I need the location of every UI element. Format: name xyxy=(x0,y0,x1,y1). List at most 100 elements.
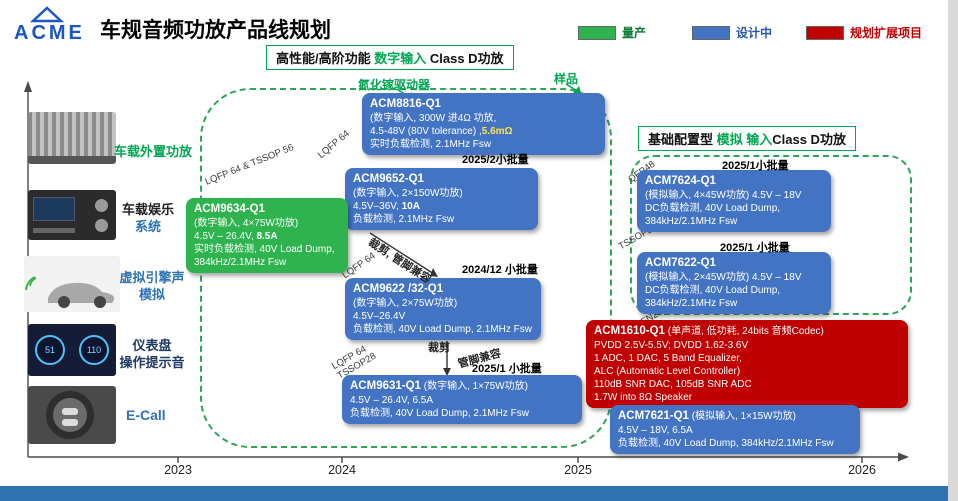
dashboard-gauges-photo: 51 110 xyxy=(28,324,116,376)
footer-bar xyxy=(0,486,948,501)
virtual-engine-sound-photo xyxy=(24,256,120,312)
app-label-engine-sound-line1: 虚拟引擎声 xyxy=(119,270,185,285)
product-spec-line: 4.5V – 26.4V, 8.5A xyxy=(194,230,340,243)
product-spec-line: (数字输入, 300W 进4Ω 功放, xyxy=(370,112,497,124)
gauge-left: 51 xyxy=(35,335,65,365)
product-spec-line: 4.5V – 26.4V, 6.5A xyxy=(350,394,434,406)
app-label-engine-sound-line2: 模拟 xyxy=(138,286,165,302)
legend-label: 设计中 xyxy=(736,26,773,40)
year-2026: 2026 xyxy=(848,463,876,477)
product-spec-line: 负载检测, 40V Load Dump, 2.1MHz Fsw xyxy=(353,323,532,335)
product-card-acm7622: ACM7622-Q1 (模拟输入, 2×45W功放) 4.5V – 18V DC… xyxy=(637,252,831,314)
wheel-button xyxy=(62,419,78,426)
external-amp-photo xyxy=(28,112,116,164)
app-label-external-amp: 车载外置功放 xyxy=(114,144,193,159)
product-spec-line: ALC (Automatic Level Controller) xyxy=(594,365,741,377)
product-spec-line: 384kHz/2.1MHz Fsw xyxy=(645,297,738,309)
app-label-entertainment: 车载娱乐 系统 xyxy=(116,202,180,236)
analog-group-title-part2: 模拟 输入 xyxy=(716,132,773,147)
gan-driver-callout: 氮化镓驱动器 xyxy=(358,78,431,92)
product-card-acm7624: ACM7624-Q1 (模拟输入, 4×45W功放) 4.5V – 18V DC… xyxy=(637,170,831,232)
year-2023: 2023 xyxy=(164,463,192,477)
product-spec-line: DC负载检测, 40V Load Dump, xyxy=(645,202,781,214)
spec-bold: 10A xyxy=(401,200,420,212)
app-label-dashboard-line2: 操作提示音 xyxy=(119,354,185,370)
product-spec-line: 1 ADC, 1 DAC, 5 Band Equalizer, xyxy=(594,352,742,364)
product-spec-line: DC负载检测, 40V Load Dump, xyxy=(645,284,781,296)
product-title-line: ACM1610-Q1 (单声道, 低功耗, 24bits 音频Codec) xyxy=(594,324,900,339)
digital-group-title: 高性能/高阶功能 数字输入 Class D功放 xyxy=(266,45,514,70)
milestone-9631: 2025/1 小批量 xyxy=(472,363,542,375)
product-name: ACM9652-Q1 xyxy=(353,173,424,185)
legend-swatch-green xyxy=(578,25,616,40)
product-name: ACM7624-Q1 xyxy=(645,175,716,187)
spec-text: 4.5V – 26.4V, xyxy=(194,230,257,242)
app-label-engine-sound: 虚拟引擎声 模拟 xyxy=(116,270,188,304)
spec-highlight: 5.6mΩ xyxy=(481,125,513,137)
product-spec-line: 384kHz/2.1MHz Fsw xyxy=(194,256,287,268)
product-spec-line: 384kHz/2.1MHz Fsw xyxy=(645,215,738,227)
head-unit-photo xyxy=(28,190,116,240)
product-name: ACM9631-Q1 xyxy=(350,380,421,392)
legend-label: 量产 xyxy=(622,26,647,40)
product-name: ACM9634-Q1 xyxy=(194,203,265,215)
spec-text: (单声道, 低功耗, 24bits 音频Codec) xyxy=(667,326,824,337)
head-unit-knob xyxy=(95,219,108,232)
product-card-acm8816: ACM8816-Q1 (数字输入, 300W 进4Ω 功放, 4.5-48V (… xyxy=(362,93,605,155)
year-2024: 2024 xyxy=(328,463,356,477)
legend-swatch-red xyxy=(806,25,844,40)
ecall-steering-wheel-photo xyxy=(28,386,116,444)
spec-bold: 8.5A xyxy=(256,230,278,242)
spec-text: 4.5-48V (80V tolerance) , xyxy=(370,125,482,137)
product-spec-line: 4.5-48V (80V tolerance) ,5.6mΩ xyxy=(370,125,597,138)
app-label-dashboard-line1: 仪表盘 xyxy=(132,338,172,353)
product-card-acm9631: ACM9631-Q1 (数字输入, 1×75W功放) 4.5V – 26.4V,… xyxy=(342,375,582,424)
product-spec-line: PVDD 2.5V-5.5V; DVDD 1.62-3.6V xyxy=(594,339,749,351)
product-spec-line: 4.5V–36V, 10A xyxy=(353,200,530,213)
digital-group-title-part1: 高性能/高阶功能 xyxy=(276,51,375,66)
analog-group-title-part3: Class D功放 xyxy=(772,132,846,147)
steering-wheel xyxy=(46,391,94,439)
product-spec-line: (数字输入, 2×75W功放) xyxy=(353,297,458,309)
product-spec-line: 实时负载检测, 2.1MHz Fsw xyxy=(370,138,492,150)
product-title-line: ACM9631-Q1 (数字输入, 1×75W功放) xyxy=(350,379,574,394)
legend-in-design: 设计中 xyxy=(692,24,772,41)
product-card-acm9622: ACM9622 /32-Q1 (数字输入, 2×75W功放) 4.5V–26.4… xyxy=(345,278,541,340)
milestone-7622: 2025/1 小批量 xyxy=(720,242,790,254)
right-edge-strip xyxy=(948,0,958,501)
legend-label: 规划扩展项目 xyxy=(850,26,923,40)
product-card-acm7621: ACM7621-Q1 (模拟输入, 1×15W功放) 4.5V – 18V, 6… xyxy=(610,405,860,454)
wheel-button xyxy=(62,408,78,415)
digital-group-title-part3: Class D功放 xyxy=(429,51,504,66)
product-spec-line: 实时负载检测, 40V Load Dump, xyxy=(194,243,335,255)
app-label-entertainment-line1: 车载娱乐 xyxy=(121,202,174,217)
product-name: ACM8816-Q1 xyxy=(370,98,441,110)
spec-text: (数字输入, 1×75W功放) xyxy=(423,381,528,392)
digital-group-title-part2: 数字输入 xyxy=(374,51,430,66)
head-unit-screen xyxy=(33,197,75,221)
year-2025: 2025 xyxy=(564,463,592,477)
product-spec-line: (模拟输入, 2×45W功放) 4.5V – 18V xyxy=(645,271,802,283)
gauge-right: 110 xyxy=(79,335,109,365)
acme-logo-icon xyxy=(30,6,64,23)
acme-logo-text: ACME xyxy=(14,22,85,44)
product-title-line: ACM7621-Q1 (模拟输入, 1×15W功放) xyxy=(618,409,852,424)
app-label-ecall: E-Call xyxy=(126,407,166,423)
legend-swatch-blue xyxy=(692,25,730,40)
analog-group-title-part1: 基础配置型 xyxy=(648,132,717,147)
car-illustration xyxy=(25,276,115,308)
product-name: ACM7621-Q1 xyxy=(618,410,689,422)
head-unit-knob xyxy=(95,199,108,212)
app-label-entertainment-line2: 系统 xyxy=(134,218,161,234)
spec-text: 4.5V–36V, xyxy=(353,200,402,212)
product-spec-line: 1.7W into 8Ω Speaker xyxy=(594,391,693,403)
milestone-8816: 2025/2小批量 xyxy=(462,154,529,166)
page-title: 车规音频功放产品线规划 xyxy=(100,19,331,42)
product-spec-line: (数字输入, 2×150W功放) xyxy=(353,187,463,199)
product-name: ACM9622 /32-Q1 xyxy=(353,283,444,295)
product-spec-line: 4.5V–26.4V xyxy=(353,310,406,322)
product-spec-line: 负载检测, 2.1MHz Fsw xyxy=(353,213,455,225)
analog-group-title: 基础配置型 模拟 输入Class D功放 xyxy=(638,126,856,151)
product-name: ACM7622-Q1 xyxy=(645,257,716,269)
